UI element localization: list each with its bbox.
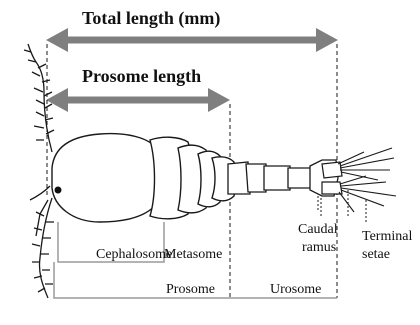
cephalosome-body bbox=[52, 134, 161, 222]
terminal-setae bbox=[338, 148, 396, 212]
metasome-segments bbox=[150, 137, 236, 219]
cephalosome-label: Cephalosome bbox=[96, 247, 172, 262]
terminal-setae-label-line1: Terminal bbox=[362, 229, 412, 244]
metasome-label: Metasome bbox=[164, 247, 222, 262]
leader-lines bbox=[321, 198, 366, 222]
prosome-length-label: Prosome length bbox=[82, 66, 201, 86]
terminal-setae-label-line2: setae bbox=[362, 247, 390, 262]
urosome-label: Urosome bbox=[270, 282, 321, 297]
eye-spot bbox=[55, 187, 62, 194]
antennae bbox=[24, 44, 54, 298]
prosome-length-arrow bbox=[46, 88, 230, 112]
caudal-ramus-label-line1: Caudal bbox=[298, 222, 338, 237]
total-length-arrow bbox=[46, 28, 338, 52]
prosome-label: Prosome bbox=[166, 282, 215, 297]
total-length-label: Total length (mm) bbox=[82, 8, 220, 29]
caudal-ramus-label-line2: ramus bbox=[302, 240, 336, 255]
